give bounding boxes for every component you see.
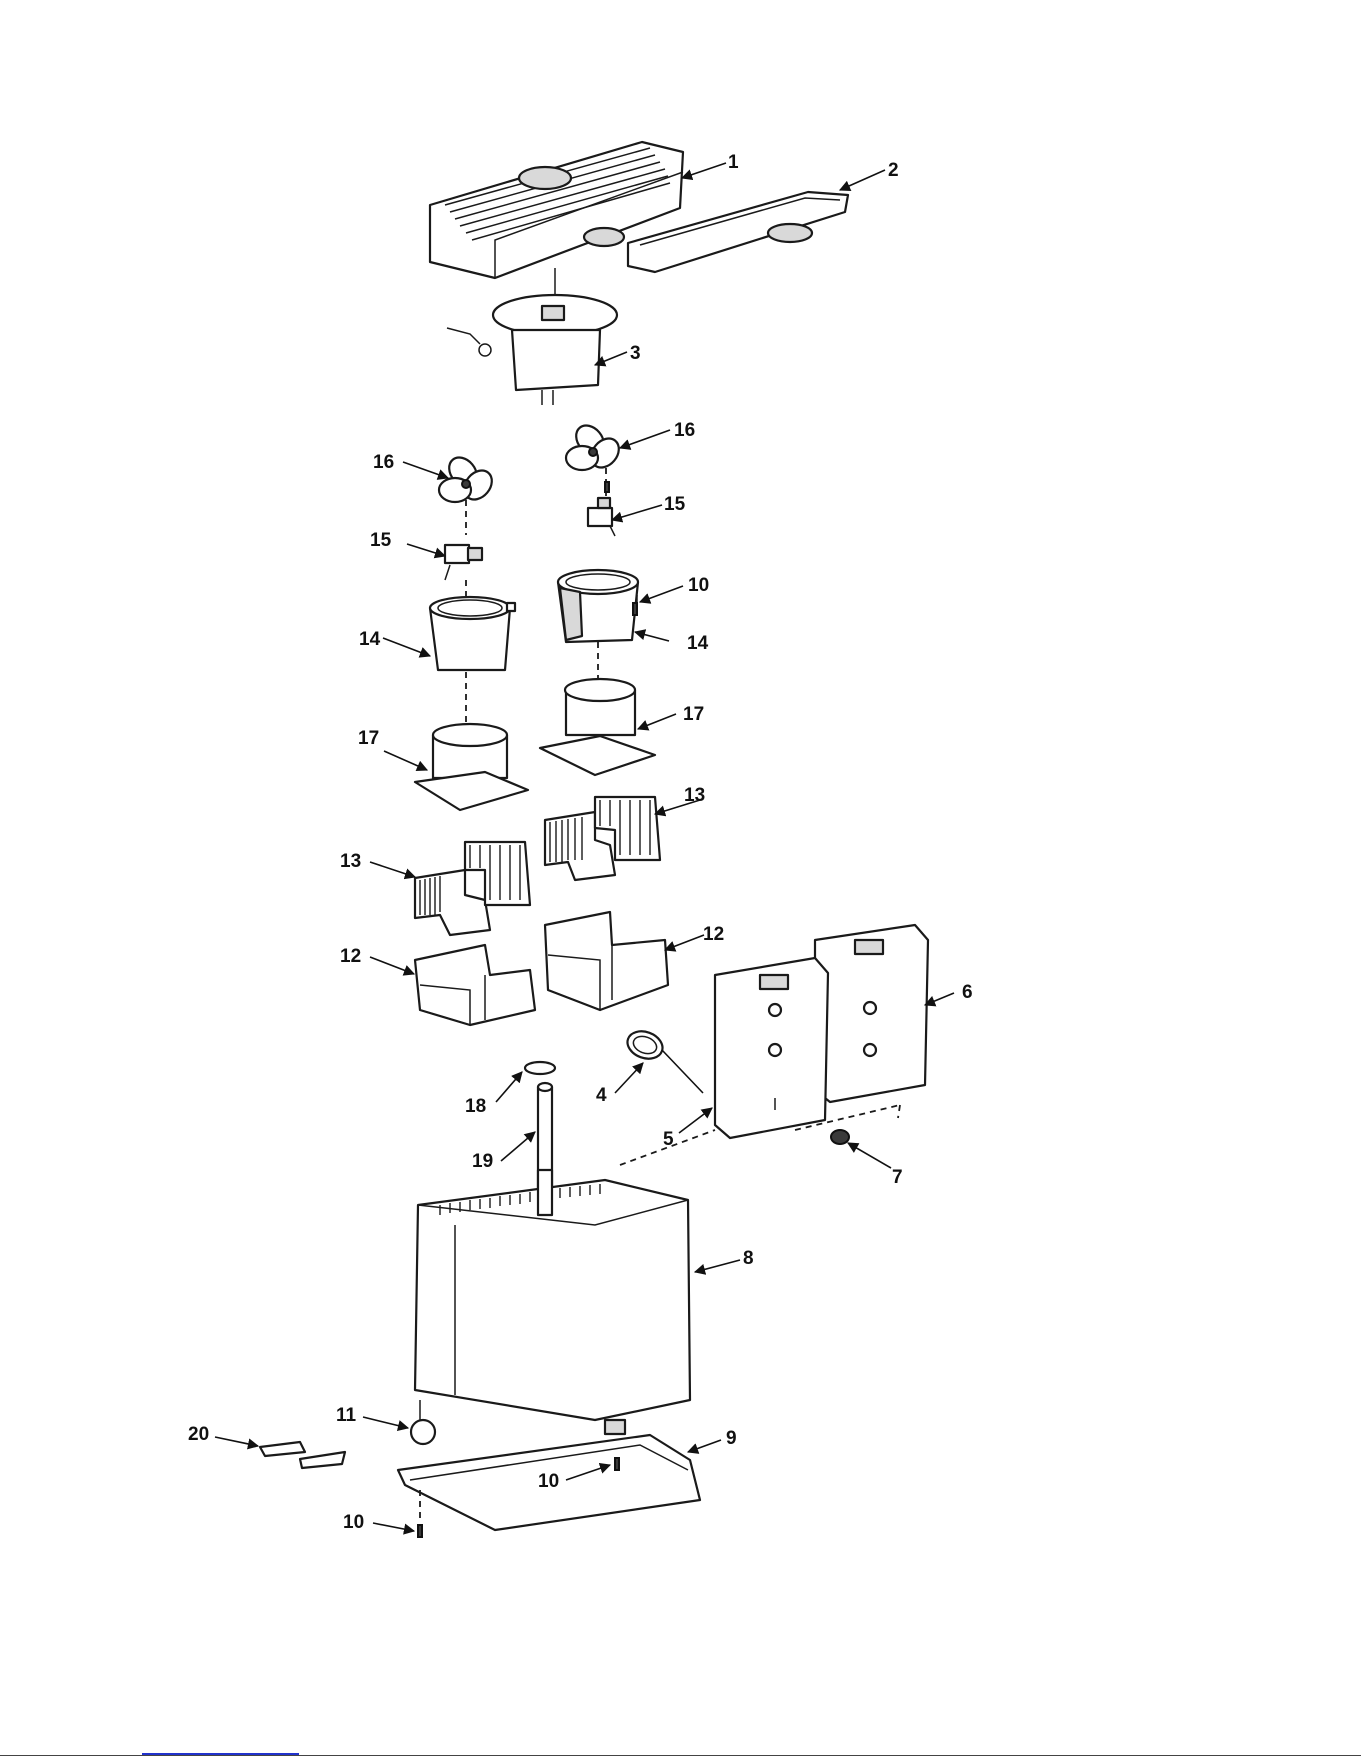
base-right-part bbox=[540, 642, 655, 775]
callout-16: 16 bbox=[373, 452, 394, 473]
control-module-part bbox=[447, 268, 617, 405]
callout-16: 16 bbox=[674, 420, 695, 441]
footer-rule bbox=[0, 1755, 1361, 1756]
callout-20: 20 bbox=[188, 1424, 209, 1445]
gasket-ring-part bbox=[624, 1027, 703, 1093]
callout-19: 19 bbox=[472, 1151, 493, 1172]
wick-right-part bbox=[545, 797, 660, 880]
cup-right-part bbox=[558, 570, 638, 642]
callout-14: 14 bbox=[687, 633, 709, 654]
callout-17: 17 bbox=[683, 704, 704, 725]
holder-right-part bbox=[545, 912, 668, 1010]
callout-9: 9 bbox=[726, 1428, 737, 1449]
callout-10: 10 bbox=[343, 1512, 364, 1533]
callout-7: 7 bbox=[892, 1167, 903, 1188]
callout-14: 14 bbox=[359, 629, 381, 650]
callout-13: 13 bbox=[340, 851, 361, 872]
water-tank-right-part bbox=[815, 925, 928, 1102]
motor-left-part bbox=[445, 500, 482, 580]
wick-left-part bbox=[415, 842, 530, 935]
fan-right-part bbox=[566, 420, 624, 473]
callout-10: 10 bbox=[538, 1471, 559, 1492]
callout-12: 12 bbox=[703, 924, 724, 945]
callout-12: 12 bbox=[340, 946, 361, 967]
callout-8: 8 bbox=[743, 1248, 754, 1269]
callout-15: 15 bbox=[664, 494, 686, 515]
callout-5: 5 bbox=[663, 1129, 674, 1150]
callout-18: 18 bbox=[465, 1096, 486, 1117]
base-left-part bbox=[415, 672, 528, 810]
callout-17: 17 bbox=[358, 728, 379, 749]
cup-left-part bbox=[430, 580, 515, 670]
feet-pads-part bbox=[260, 1442, 345, 1468]
callout-3: 3 bbox=[630, 343, 641, 364]
base-tub-part bbox=[415, 1130, 715, 1420]
float-clip-part bbox=[525, 1062, 555, 1074]
callout-15: 15 bbox=[370, 530, 392, 551]
callout-2: 2 bbox=[888, 160, 899, 181]
caster-part bbox=[411, 1400, 435, 1444]
callout-6: 6 bbox=[962, 982, 973, 1003]
callout-10: 10 bbox=[688, 575, 709, 596]
callout-13: 13 bbox=[684, 785, 705, 806]
motor-right-part bbox=[588, 468, 615, 536]
footer-link-underline bbox=[142, 1753, 299, 1755]
holder-left-part bbox=[415, 945, 535, 1025]
callout-1: 1 bbox=[728, 152, 739, 173]
callout-11: 11 bbox=[336, 1405, 357, 1426]
water-tank-left-part bbox=[715, 958, 828, 1138]
callout-4: 4 bbox=[596, 1085, 607, 1106]
